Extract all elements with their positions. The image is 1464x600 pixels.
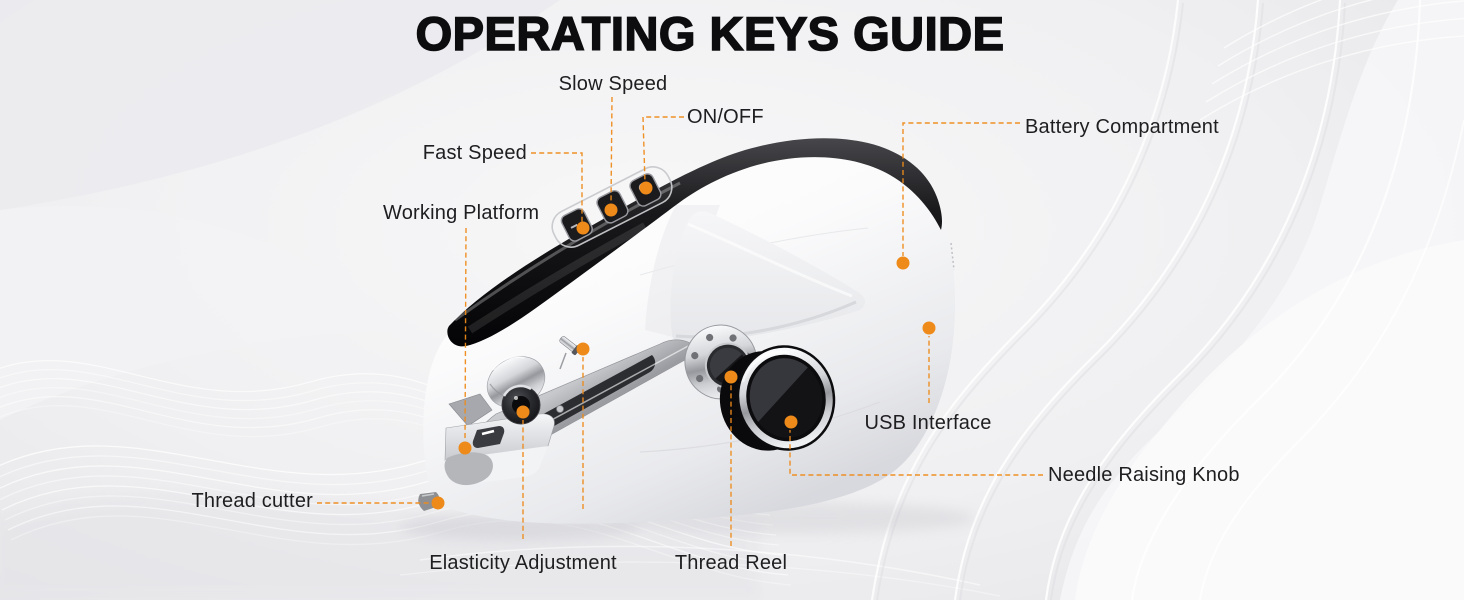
label-working-platform: Working Platform	[383, 202, 540, 224]
leader-on-off	[639, 116, 684, 195]
label-battery-compartment: Battery Compartment	[1025, 116, 1219, 138]
label-usb-interface: USB Interface	[864, 412, 992, 434]
leader-thread-reel	[724, 370, 738, 546]
page-title: OPERATING KEYS GUIDE	[415, 6, 1005, 61]
presser-foot	[448, 393, 493, 427]
label-needle-raising-knob: Needle Raising Knob	[1048, 464, 1240, 486]
label-on-off: ON/OFF	[687, 106, 764, 128]
sewing-machine-illustration	[400, 138, 975, 540]
leader-usb-interface	[922, 321, 936, 403]
rear-seam-dots	[950, 242, 955, 271]
bobbin-window-notch	[481, 429, 495, 436]
machine-top-cover	[447, 138, 942, 347]
label-fast-speed: Fast Speed	[422, 142, 527, 164]
needle	[559, 352, 567, 370]
leader-thread-cutter	[317, 496, 445, 510]
leader-elasticity-adjustment	[516, 405, 530, 539]
handle-opening	[670, 211, 866, 345]
leader-working-platform	[458, 227, 472, 455]
top-cover-sheen	[467, 222, 647, 334]
leader-fast-speed	[531, 152, 590, 235]
tension-knob-assembly	[486, 356, 546, 425]
label-thread-reel: Thread Reel	[674, 552, 788, 574]
label-thread-cutter: Thread cutter	[191, 490, 313, 512]
arm-rivet	[556, 405, 564, 413]
leader-needle-pin	[576, 342, 590, 509]
leader-needle-raising-knob	[784, 415, 1043, 476]
label-elasticity-adjustment: Elasticity Adjustment	[429, 552, 617, 574]
button-panel-outline	[551, 166, 673, 248]
leader-slow-speed	[604, 96, 618, 217]
leader-lines	[317, 96, 1043, 546]
fast-speed-glyph	[570, 223, 578, 229]
bobbin-window	[472, 426, 505, 448]
label-slow-speed: Slow Speed	[558, 73, 668, 95]
background-waves-left	[0, 359, 981, 600]
background-waves-right	[870, 0, 1464, 600]
leader-battery-compartment	[896, 122, 1020, 270]
handle-opening-highlight	[687, 222, 853, 298]
thread-cutter-edge	[421, 493, 435, 497]
fabric-guide	[444, 452, 493, 486]
